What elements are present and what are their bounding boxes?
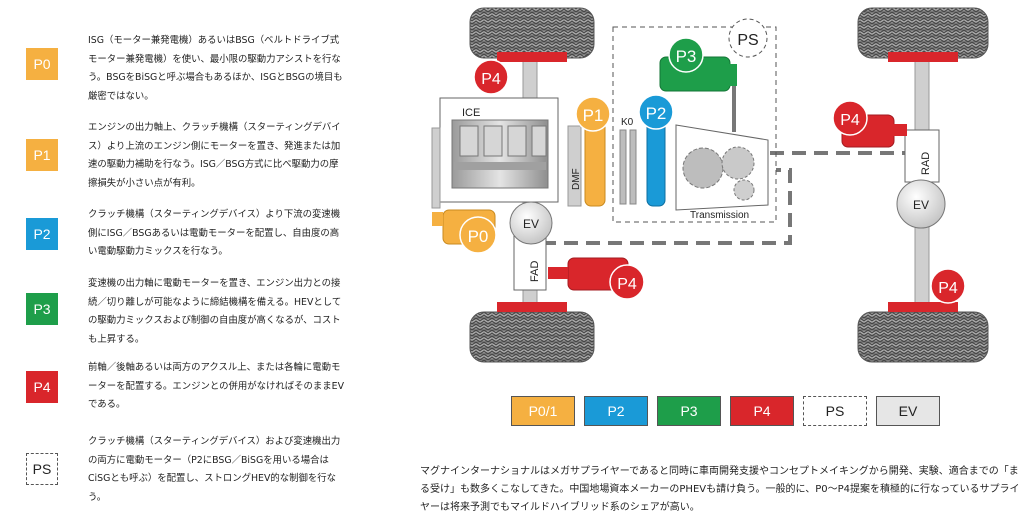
ice-engine: ICE: [431, 97, 559, 209]
gear-1: [682, 147, 724, 189]
p2-label: P2: [646, 104, 667, 123]
legend-chip-p2: P2: [26, 218, 58, 250]
rear-ev-label: EV: [913, 198, 929, 212]
tires: [469, 7, 989, 363]
legend-text-p1: エンジンの出力軸上、クラッチ機構（スターティングデバイス）より上流のエンジン側に…: [88, 122, 341, 189]
ps-label: PS: [737, 32, 758, 49]
legend-chip-p1: P1: [26, 139, 58, 171]
gear-3: [733, 179, 755, 201]
p4-badge-rear-wheel: [930, 268, 966, 304]
p4-badge-front-wheel: [473, 59, 509, 95]
legend-text-p2: クラッチ機構（スターティングデバイス）より下流の変速機側にISG／BSGあるいは…: [88, 209, 341, 257]
rad-box: [904, 129, 940, 183]
k0-clutch-plate-2: [629, 129, 637, 205]
p4-label-front-wheel: P4: [481, 71, 501, 88]
p1-label: P1: [583, 106, 604, 125]
hub-motor-fr: [497, 302, 567, 312]
legend-text-p0: ISG（モーター兼発電機）あるいはBSG（ベルトドライブ式モーター兼発電機）を使…: [88, 35, 343, 102]
p4-label-rear-wheel: P4: [938, 280, 958, 297]
p3-badge: [668, 37, 704, 73]
front-ev-label: EV: [523, 217, 539, 231]
key-p0-1: P0/1: [511, 396, 575, 426]
gear-2: [721, 146, 755, 180]
ps-boundary: [612, 26, 777, 223]
p4-label-front-axle: P4: [617, 276, 637, 293]
tire-rear-right: [857, 311, 989, 363]
key-p3: P3: [657, 396, 721, 426]
front-drive-line: [542, 168, 792, 245]
key-p4: P4: [730, 396, 794, 426]
legend-text-p4: 前軸／後軸あるいは両方のアクスル上、または各輪に電動モーターを配置する。エンジン…: [88, 362, 344, 410]
ps-badge: [728, 18, 768, 58]
dmf-label: DMF: [571, 168, 582, 190]
belt: [431, 127, 441, 209]
legend-chip-p3: P3: [26, 293, 58, 325]
legend-text-ps: クラッチ機構（スターティングデバイス）および変速機出力の両方に電動モーター（P2…: [88, 436, 341, 503]
p2-badge: [638, 94, 674, 130]
caption-text: マグナインターナショナルはメガサプライヤーであると同時に車両開発支援やコンセプト…: [420, 466, 1020, 513]
legend-chip-ps: PS: [26, 453, 58, 485]
front-ev-badge: [509, 201, 553, 245]
legend-text-p3: 変速機の出力軸に電動モーターを置き、エンジン出力との接続／切り離しが可能なように…: [88, 278, 342, 345]
key-ev: EV: [876, 396, 940, 426]
ice-label: ICE: [462, 107, 480, 119]
transmission-label: Transmission: [690, 210, 749, 221]
rad-label: RAD: [920, 152, 932, 175]
hub-motor-rl: [888, 52, 958, 62]
hub-motor-rr: [888, 302, 958, 312]
legend-chip-p4: P4: [26, 371, 58, 403]
p1-badge: [575, 96, 611, 132]
p0-label: P0: [468, 227, 489, 246]
legend-chip-p0: P0: [26, 48, 58, 80]
k0-clutch-plate-1: [619, 129, 627, 205]
transmission: Transmission: [675, 124, 769, 221]
tire-rear-left: [857, 7, 989, 59]
p3-label: P3: [676, 47, 697, 66]
key-p2: P2: [584, 396, 648, 426]
tire-front-left: [469, 7, 595, 59]
tire-front-right: [469, 311, 595, 363]
fad-label: FAD: [529, 261, 541, 282]
hub-motor-fl: [497, 52, 567, 62]
key-ps: PS: [803, 396, 867, 426]
p4-motors: P4 P4 P4 P4: [473, 59, 966, 304]
p4-label-rear-axle: P4: [840, 112, 860, 129]
rear-ev-badge: [896, 179, 946, 229]
k0-label: K0: [621, 117, 634, 128]
p2-motor: [646, 117, 666, 207]
dmf-block: [567, 125, 582, 207]
p0-badge: [459, 216, 497, 254]
